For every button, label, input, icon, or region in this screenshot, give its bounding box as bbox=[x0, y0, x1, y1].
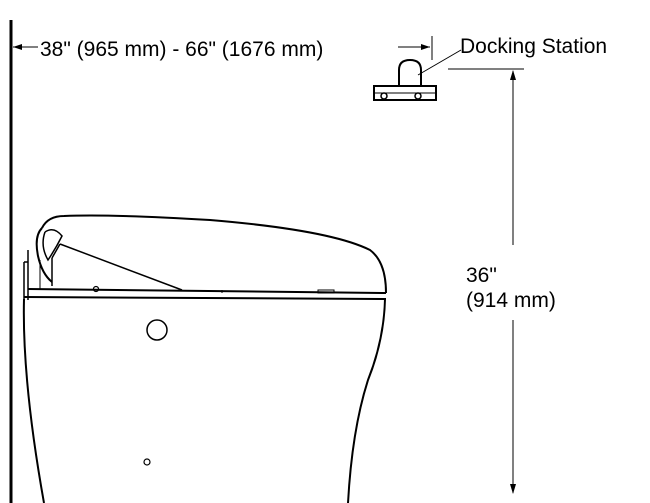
vertical-dimension: 36" (914 mm) bbox=[448, 68, 556, 494]
arrow-right-icon bbox=[421, 44, 430, 50]
toilet-drawing bbox=[22, 214, 387, 503]
toilet-bowl bbox=[22, 298, 45, 503]
toilet-rim-bottom bbox=[23, 296, 387, 300]
docking-station-leader bbox=[417, 49, 462, 76]
toilet-lid bbox=[41, 214, 387, 294]
toilet-rim-top bbox=[27, 288, 387, 294]
arrow-left-icon bbox=[13, 44, 22, 50]
horizontal-dimension-label: 38" (965 mm) - 66" (1676 mm) bbox=[40, 38, 323, 61]
horizontal-dimension: 38" (965 mm) - 66" (1676 mm) bbox=[13, 36, 433, 61]
docking-station-icon bbox=[373, 58, 437, 101]
toilet-side-button bbox=[146, 319, 168, 341]
vertical-dimension-label-line1: 36" bbox=[466, 264, 497, 287]
arrow-up-icon bbox=[510, 70, 516, 80]
arrow-down-icon bbox=[510, 484, 516, 494]
vertical-dimension-label-line2: (914 mm) bbox=[466, 289, 556, 312]
docking-station-label: Docking Station bbox=[460, 35, 607, 58]
toilet-seat bbox=[59, 243, 183, 291]
toilet-hinge-cover bbox=[35, 227, 53, 283]
